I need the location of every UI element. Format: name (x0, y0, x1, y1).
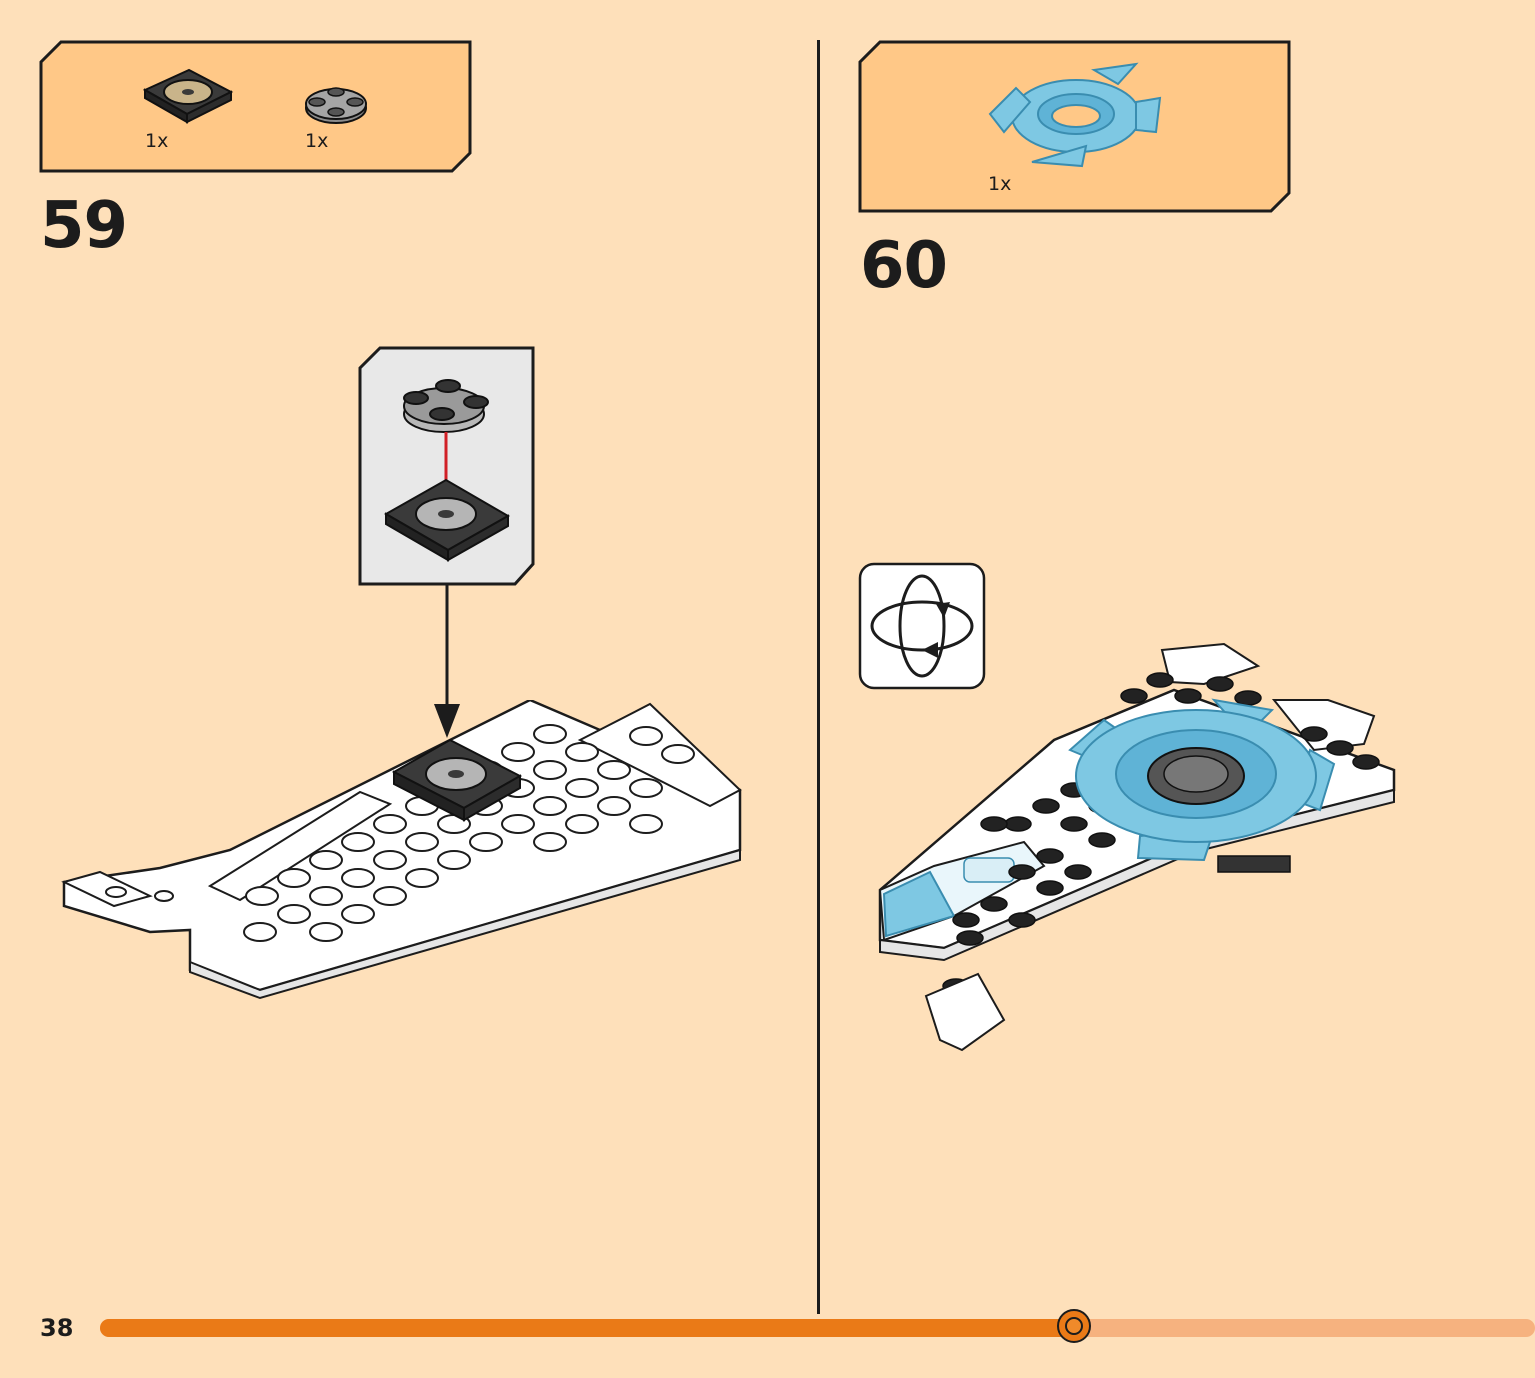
progress-fill (100, 1319, 1076, 1337)
step-divider (817, 40, 820, 1314)
blue-spinner-ring-icon (988, 62, 1162, 168)
turntable-subassembly-icon (358, 346, 536, 586)
parts-callout-step-59: 1x 1x (39, 40, 472, 173)
step-number: 59 (40, 189, 128, 263)
spinner-ship-model-icon (874, 640, 1404, 1056)
part-qty: 1x (988, 173, 1012, 195)
grey-round-plate-icon (305, 87, 367, 124)
page-number: 38 (40, 1314, 74, 1342)
progress-track (100, 1309, 1535, 1343)
step-number: 60 (860, 229, 948, 303)
parts-callout-step-60: 1x (858, 40, 1291, 213)
rotate-model-icon (858, 562, 986, 690)
dark-turntable-plate-icon (143, 68, 234, 124)
down-arrow-icon (434, 584, 460, 738)
progress-marker (1056, 1309, 1091, 1343)
part-qty: 1x (145, 130, 169, 152)
white-hull-model-icon (60, 700, 750, 1000)
part-qty: 1x (305, 130, 329, 152)
